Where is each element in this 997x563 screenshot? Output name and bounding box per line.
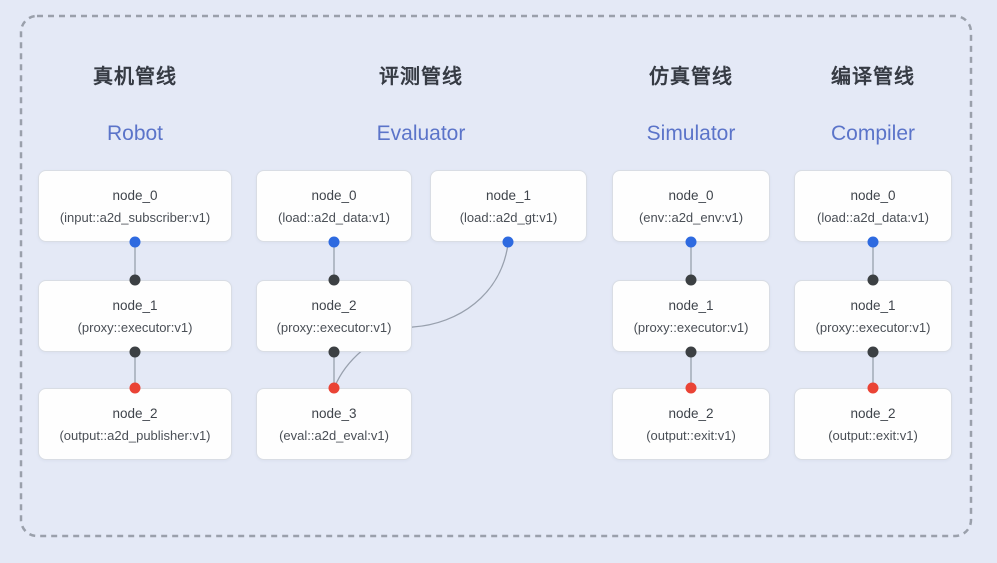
node-box-robot-node-1[interactable]: node_1 (proxy::executor:v1) <box>38 280 232 352</box>
pipeline-en-title-simulator: Simulator <box>646 122 736 145</box>
node-type: (env::a2d_env:v1) <box>638 209 744 225</box>
pipeline-en-title-compiler: Compiler <box>830 122 916 145</box>
node-type: (eval::a2d_eval:v1) <box>279 427 389 443</box>
node-type: (load::a2d_data:v1) <box>277 209 391 225</box>
node-name: node_3 <box>311 405 357 421</box>
node-type: (input::a2d_subscriber:v1) <box>59 209 211 225</box>
node-box-compiler-node-2[interactable]: node_2 (output::exit:v1) <box>794 388 952 460</box>
node-name: node_1 <box>668 297 714 313</box>
node-name: node_0 <box>112 187 158 203</box>
node-name: node_2 <box>850 405 896 421</box>
node-type: (output::exit:v1) <box>828 427 918 443</box>
node-box-robot-node-2[interactable]: node_2 (output::a2d_publisher:v1) <box>38 388 232 460</box>
node-name: node_2 <box>112 405 158 421</box>
node-type: (load::a2d_gt:v1) <box>459 209 558 225</box>
node-name: node_0 <box>311 187 357 203</box>
pipeline-cn-title-robot: 真机管线 <box>93 66 177 88</box>
edge-curve <box>334 243 509 387</box>
node-box-simulator-node-2[interactable]: node_2 (output::exit:v1) <box>612 388 770 460</box>
node-type: (output::a2d_publisher:v1) <box>59 427 211 443</box>
node-type: (proxy::executor:v1) <box>633 319 749 335</box>
node-box-evaluator-node-0[interactable]: node_0 (load::a2d_data:v1) <box>256 170 412 242</box>
node-type: (proxy::executor:v1) <box>77 319 193 335</box>
node-type: (proxy::executor:v1) <box>276 319 392 335</box>
node-name: node_0 <box>850 187 896 203</box>
node-type: (output::exit:v1) <box>646 427 736 443</box>
pipeline-en-title-robot: Robot <box>106 122 164 145</box>
node-name: node_0 <box>668 187 714 203</box>
pipeline-cn-title-compiler: 编译管线 <box>831 66 915 88</box>
node-type: (load::a2d_data:v1) <box>816 209 930 225</box>
node-box-simulator-node-1[interactable]: node_1 (proxy::executor:v1) <box>612 280 770 352</box>
node-type: (proxy::executor:v1) <box>815 319 931 335</box>
pipeline-en-title-evaluator: Evaluator <box>376 122 466 145</box>
node-box-simulator-node-0[interactable]: node_0 (env::a2d_env:v1) <box>612 170 770 242</box>
node-box-evaluator-node-3[interactable]: node_3 (eval::a2d_eval:v1) <box>256 388 412 460</box>
node-box-robot-node-0[interactable]: node_0 (input::a2d_subscriber:v1) <box>38 170 232 242</box>
node-name: node_1 <box>485 187 532 203</box>
node-name: node_1 <box>112 297 158 313</box>
node-box-evaluator-node-1[interactable]: node_1 (load::a2d_gt:v1) <box>430 170 587 242</box>
node-name: node_1 <box>850 297 896 313</box>
edge-group <box>134 242 874 388</box>
node-name: node_2 <box>668 405 714 421</box>
pipeline-cn-title-evaluator: 评测管线 <box>379 66 463 88</box>
node-name: node_2 <box>311 297 357 313</box>
node-box-compiler-node-0[interactable]: node_0 (load::a2d_data:v1) <box>794 170 952 242</box>
node-box-evaluator-node-2[interactable]: node_2 (proxy::executor:v1) <box>256 280 412 352</box>
pipeline-cn-title-simulator: 仿真管线 <box>649 66 733 88</box>
diagram-border <box>19 14 973 538</box>
node-box-compiler-node-1[interactable]: node_1 (proxy::executor:v1) <box>794 280 952 352</box>
